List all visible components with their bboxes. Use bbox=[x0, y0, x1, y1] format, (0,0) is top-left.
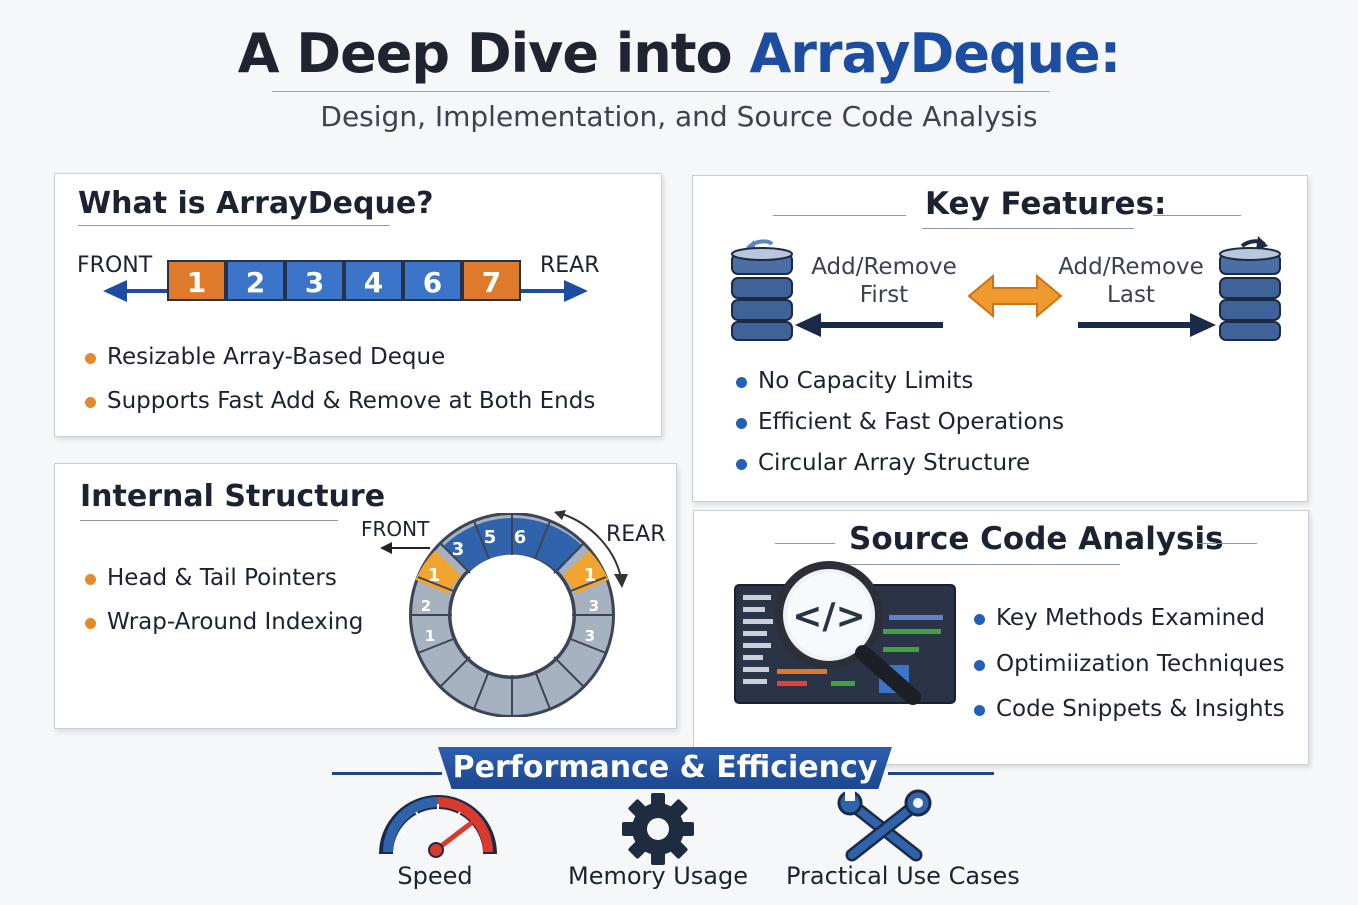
internal-bullet: Wrap-Around Indexing bbox=[107, 609, 364, 635]
bullet-dot bbox=[85, 574, 96, 585]
database-stack-left-icon bbox=[731, 239, 793, 341]
array-cell: 1 bbox=[167, 260, 226, 301]
array-rear-arrow-icon bbox=[520, 280, 588, 302]
bullet-dot bbox=[736, 418, 747, 429]
bullet-dot bbox=[736, 377, 747, 388]
performance-label-speed: Speed bbox=[397, 862, 473, 890]
ring-slot-label: 1 bbox=[584, 565, 597, 586]
add-remove-first-line2: First bbox=[859, 282, 909, 308]
key-features-rule-left bbox=[773, 215, 906, 216]
database-stack-right-icon bbox=[1219, 236, 1281, 341]
performance-rule-right bbox=[888, 772, 994, 775]
arrow-left-first-icon bbox=[795, 313, 943, 337]
ring-slot-label: 5 bbox=[484, 527, 497, 548]
source-code-heading: Source Code Analysis bbox=[849, 521, 1224, 557]
key-features-panel bbox=[692, 175, 1308, 502]
tools-icon bbox=[837, 789, 932, 862]
key-feature-bullet: Circular Array Structure bbox=[758, 450, 1031, 476]
array-cell: 4 bbox=[344, 260, 403, 301]
bullet-dot bbox=[974, 705, 985, 716]
page-subtitle: Design, Implementation, and Source Code … bbox=[320, 100, 1038, 133]
ring-slot-label: 6 bbox=[514, 527, 527, 548]
title-main: A Deep Dive into bbox=[237, 22, 750, 85]
ring-slot-label: 1 bbox=[428, 565, 441, 586]
source-bullet: Optimiization Techniques bbox=[996, 651, 1285, 677]
add-remove-last-line2: Last bbox=[1107, 282, 1155, 308]
ring-rear-label: REAR bbox=[606, 522, 666, 547]
ring-rear-arrow-icon bbox=[554, 510, 628, 588]
circular-array-ring: 3 5 6 1 1 2 1 3 3 bbox=[409, 513, 615, 717]
what-is-panel bbox=[54, 173, 662, 437]
ring-slot-label: 1 bbox=[425, 627, 435, 645]
key-features-rule-right bbox=[1153, 215, 1241, 216]
array-rear-label: REAR bbox=[540, 253, 600, 278]
performance-rule-left bbox=[332, 772, 442, 775]
source-bullet: Code Snippets & Insights bbox=[996, 696, 1285, 722]
performance-label-memory: Memory Usage bbox=[568, 862, 749, 890]
what-is-bullet: Supports Fast Add & Remove at Both Ends bbox=[107, 388, 596, 414]
array-cell: 3 bbox=[285, 260, 344, 301]
source-rule-right bbox=[1197, 543, 1257, 544]
bullet-dot bbox=[85, 353, 96, 364]
key-features-heading: Key Features: bbox=[925, 186, 1167, 222]
speedometer-icon bbox=[379, 795, 497, 858]
source-rule-left bbox=[775, 543, 835, 544]
key-feature-bullet: No Capacity Limits bbox=[758, 368, 974, 394]
double-arrow-icon bbox=[967, 274, 1063, 318]
performance-banner: Performance & Efficiency bbox=[438, 747, 892, 789]
code-analysis-icon: </> bbox=[734, 561, 956, 705]
add-remove-last-line1: Add/Remove bbox=[1058, 254, 1204, 280]
key-feature-bullet: Efficient & Fast Operations bbox=[758, 409, 1065, 435]
bullet-dot bbox=[85, 618, 96, 629]
title-highlight: ArrayDeque: bbox=[749, 22, 1121, 85]
page-title: A Deep Dive into ArrayDeque: bbox=[0, 22, 1358, 85]
bullet-dot bbox=[736, 459, 747, 470]
bullet-dot bbox=[974, 614, 985, 625]
ring-front-arrow-icon bbox=[380, 542, 430, 554]
what-is-heading-underline bbox=[78, 225, 390, 226]
source-heading-underline bbox=[846, 564, 1120, 565]
ring-front-label: FRONT bbox=[361, 517, 430, 541]
ring-slot-label: 3 bbox=[589, 597, 599, 615]
internal-bullet: Head & Tail Pointers bbox=[107, 565, 337, 591]
array-cell: 6 bbox=[403, 260, 462, 301]
source-bullet: Key Methods Examined bbox=[996, 605, 1265, 631]
ring-slot-label: 3 bbox=[585, 627, 595, 645]
internal-structure-heading: Internal Structure bbox=[80, 479, 386, 514]
internal-structure-heading-underline bbox=[80, 520, 338, 521]
arrow-right-last-icon bbox=[1078, 313, 1216, 337]
array-front-label: FRONT bbox=[77, 253, 153, 278]
title-divider bbox=[272, 91, 1050, 92]
bullet-dot bbox=[974, 660, 985, 671]
bullet-dot bbox=[85, 397, 96, 408]
ring-slot-label: 2 bbox=[421, 597, 431, 615]
array-cell: 7 bbox=[462, 260, 521, 301]
performance-label-use-cases: Practical Use Cases bbox=[786, 862, 1020, 890]
gear-icon bbox=[622, 793, 694, 865]
array-front-arrow-icon bbox=[103, 280, 171, 302]
what-is-heading: What is ArrayDeque? bbox=[78, 186, 434, 221]
add-remove-first-line1: Add/Remove bbox=[811, 254, 957, 280]
code-glyph: </> bbox=[792, 596, 865, 637]
array-cell: 2 bbox=[226, 260, 285, 301]
what-is-bullet: Resizable Array-Based Deque bbox=[107, 344, 446, 370]
ring-slot-label: 3 bbox=[452, 539, 465, 560]
key-features-heading-underline bbox=[922, 228, 1134, 229]
